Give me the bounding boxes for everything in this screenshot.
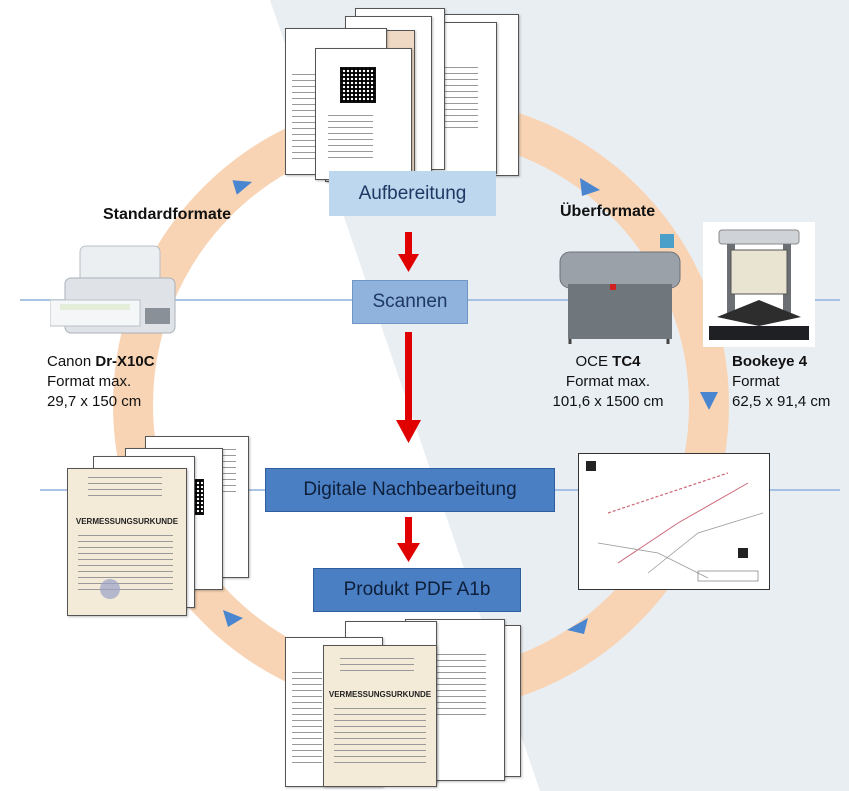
canon-format-label: Format max. — [47, 373, 132, 390]
step-scannen: Scannen — [352, 280, 468, 324]
heading-standardformate: Standardformate — [103, 206, 232, 223]
bookeye-label: Bookeye 4 Format 62,5 x 91,4 cm — [732, 352, 830, 412]
step-scannen-label: Scannen — [372, 291, 448, 312]
certificate-title-left: VERMESSUNGSURKUNDE — [75, 517, 179, 526]
ring-direction-arrow-5 — [223, 610, 243, 627]
document-sheet-front — [315, 48, 412, 180]
stamp-icon — [100, 579, 120, 599]
step-nachbearbeitung-label: Digitale Nachbearbeitung — [303, 479, 517, 500]
canon-format-size: 29,7 x 150 cm — [47, 393, 142, 410]
oce-scanner-image — [559, 234, 681, 344]
bookeye-format-size: 62,5 x 91,4 cm — [732, 393, 831, 410]
certificate-sheet: VERMESSUNGSURKUNDE — [323, 645, 437, 787]
step-aufbereitung: Aufbereitung — [329, 171, 496, 216]
document-stack-left: VERMESSUNGSURKUNDE — [65, 432, 250, 616]
oce-format-size: 101,6 x 1500 cm — [552, 393, 664, 410]
canon-brand: Canon — [47, 353, 96, 370]
bookeye-model: Bookeye 4 — [732, 353, 808, 370]
oce-brand: OCE — [575, 353, 613, 370]
document-stack-bottom: VERMESSUNGSURKUNDE — [285, 615, 525, 790]
canon-model: Dr-X10C — [95, 353, 155, 370]
document-stack-top — [285, 8, 520, 182]
step-digitale-nachbearbeitung: Digitale Nachbearbeitung — [265, 468, 555, 512]
certificate-sheet: VERMESSUNGSURKUNDE — [67, 468, 187, 616]
red-arrow-3 — [397, 517, 420, 562]
canon-label: Canon Dr-X10C Format max. 29,7 x 150 cm — [47, 352, 155, 412]
ring-direction-arrow-1 — [232, 180, 253, 195]
red-arrow-2 — [396, 332, 421, 443]
ring-direction-arrow-3 — [700, 392, 718, 410]
step-aufbereitung-label: Aufbereitung — [358, 182, 467, 204]
bookeye-format-label: Format — [732, 373, 780, 390]
map-document — [578, 453, 770, 590]
red-arrow-1 — [398, 232, 419, 272]
canon-scanner-image — [50, 245, 176, 334]
step-produkt-pdf: Produkt PDF A1b — [313, 568, 521, 612]
oce-model: TC4 — [612, 353, 641, 370]
ring-direction-arrow-2 — [580, 178, 600, 196]
certificate-title-bottom: VERMESSUNGSURKUNDE — [328, 690, 432, 699]
qr-code-icon — [340, 67, 376, 103]
oce-label: OCE TC4 Format max. 101,6 x 1500 cm — [528, 352, 688, 412]
oce-format-label: Format max. — [565, 373, 651, 390]
heading-ueberformate: Überformate — [560, 203, 656, 220]
bookeye-scanner-image — [703, 222, 815, 347]
step-produkt-label: Produkt PDF A1b — [343, 579, 491, 600]
ring-direction-arrow-4 — [567, 618, 588, 634]
